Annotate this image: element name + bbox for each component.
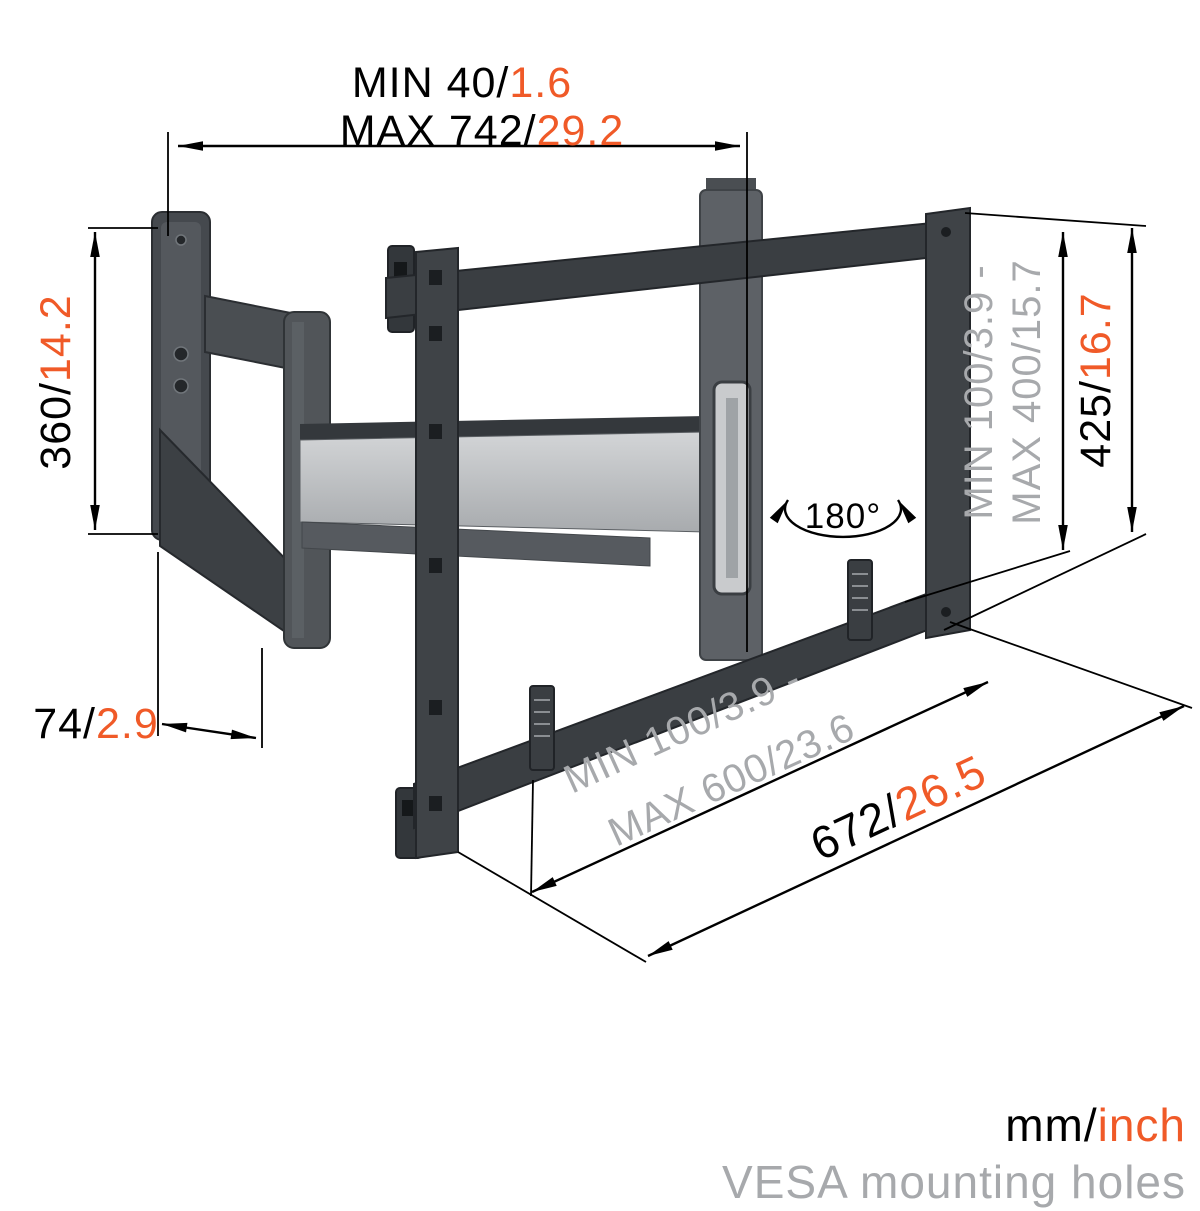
vesa-hole-icon <box>429 424 442 439</box>
spine-handle-groove <box>726 398 738 578</box>
footer: mm/inch VESA mounting holes <box>722 1099 1186 1208</box>
label-bracket-height-inch: 16.7 <box>1072 292 1120 380</box>
label-bracket-height: 425/16.7 <box>1072 292 1120 467</box>
label-arm-min-inch: 1.6 <box>509 59 572 107</box>
vesa-hole-icon <box>429 270 442 285</box>
arm-main-underside <box>301 521 651 567</box>
label-arm-max-mm: MAX 742/ <box>340 107 537 155</box>
label-swivel-angle: 180° <box>805 497 881 536</box>
label-arm-extension-min: MIN 40/1.6 <box>352 59 572 107</box>
wall-screw-icon <box>175 234 187 246</box>
arm-lower-link <box>159 427 301 644</box>
bracket-top-bar <box>385 218 963 320</box>
label-plate-height-mm: 360/ <box>32 382 80 470</box>
label-arm-extension-max: MAX 742/29.2 <box>340 107 625 155</box>
label-plate-depth-mm: 74/ <box>33 700 96 748</box>
label-vesa-vertical-2: MAX 400/15.7 <box>1005 259 1049 525</box>
arm-hinge-highlight <box>292 322 304 638</box>
swivel-arc-icon <box>769 499 917 539</box>
label-bracket-height-mm: 425/ <box>1072 380 1120 468</box>
vesa-hole-icon <box>941 607 951 617</box>
vesa-hole-icon <box>429 558 442 573</box>
footer-units-mm: mm/ <box>1005 1099 1097 1151</box>
wall-screw-icon <box>173 378 189 394</box>
arrow-lines <box>90 141 1185 958</box>
vesa-hole-icon <box>429 796 442 811</box>
vesa-hole-icon <box>941 227 951 237</box>
vesa-hole-icon <box>429 326 442 341</box>
label-plate-depth-inch: 2.9 <box>96 700 159 748</box>
label-vesa-vertical-1: MIN 100/3.9 - <box>957 264 1001 519</box>
dimension-lines <box>88 132 1193 963</box>
strap-clip-right <box>847 559 873 641</box>
arm-main <box>299 416 707 567</box>
label-plate-height: 360/14.2 <box>32 294 80 469</box>
label-arm-min-mm: MIN 40/ <box>352 59 510 107</box>
label-plate-height-inch: 14.2 <box>32 294 80 382</box>
vesa-hole-icon <box>429 700 442 715</box>
label-arm-max-inch: 29.2 <box>537 107 625 155</box>
footer-units-inch: inch <box>1098 1099 1186 1151</box>
label-plate-depth: 74/2.9 <box>33 700 159 748</box>
bracket-left-rail <box>415 246 459 860</box>
wall-screw-icon <box>173 346 189 362</box>
arm-main-body <box>299 431 707 533</box>
strap-clip-left <box>529 685 555 771</box>
footer-units: mm/inch <box>1005 1099 1186 1151</box>
dim-plate-depth <box>161 722 257 740</box>
dim-bracket-width <box>647 704 1185 958</box>
label-bracket-width-inch: 26.5 <box>887 744 994 831</box>
footer-caption: VESA mounting holes <box>722 1156 1186 1208</box>
extension-lines <box>88 132 1193 963</box>
